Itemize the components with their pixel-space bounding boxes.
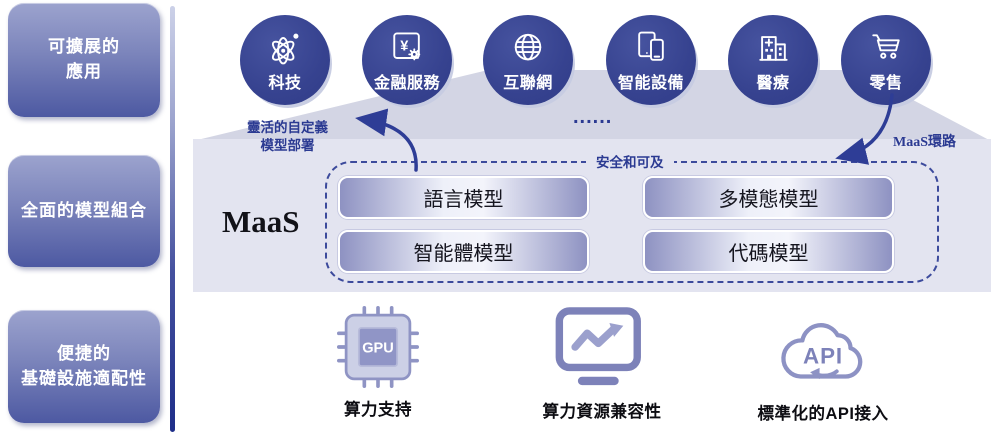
industry-circle-internet: 互聯網 — [483, 15, 573, 105]
feature-box-model-portfolio: 全面的模型組合 — [8, 155, 160, 267]
infra-block-api-access: API 標準化的API接入 — [752, 306, 894, 424]
gpu-chip-icon: GPU — [337, 306, 419, 388]
industry-label: 互聯網 — [503, 74, 553, 92]
infra-block-compute: GPU 算力支持 — [318, 306, 438, 420]
industry-circle-tech: 科技 — [240, 15, 330, 105]
feature-label: 全面的模型組合 — [21, 200, 147, 220]
api-cloud-icon: API — [781, 323, 863, 380]
industry-circle-finance: ¥ 金融服務 — [362, 15, 452, 105]
infra-label: 標準化的API接入 — [757, 405, 889, 423]
maas-loop-label: MaaS環路 — [893, 135, 956, 150]
smart-devices-icon — [638, 31, 664, 61]
api-cloud-text: API — [803, 344, 843, 369]
feature-label: 便捷的 基礎設施適配性 — [21, 343, 147, 388]
monitor-chart-icon — [555, 307, 641, 386]
model-pill-code: 代碼模型 — [643, 230, 894, 273]
atom-icon — [271, 33, 299, 64]
feature-box-scalable-apps: 可擴展的 應用 — [8, 3, 160, 117]
model-pill-multimodal: 多模態模型 — [643, 176, 894, 219]
industry-label: 金融服務 — [373, 74, 440, 92]
maas-title: MaaS — [222, 204, 300, 239]
finance-yen-icon: ¥ — [393, 32, 421, 60]
infra-block-resource-compat: 算力資源兼容性 — [538, 306, 666, 422]
shopping-cart-icon — [872, 33, 900, 59]
vertical-divider — [170, 6, 175, 432]
infra-label: 算力支持 — [344, 401, 412, 419]
industry-circle-healthcare: 醫療 — [728, 15, 818, 105]
industry-label: 醫療 — [756, 74, 790, 92]
hospital-icon — [759, 35, 788, 61]
more-industries-ellipsis: ...... — [573, 106, 613, 128]
industry-circle-smart-devices: 智能設備 — [606, 15, 696, 105]
feature-label: 可擴展的 應用 — [48, 37, 120, 81]
industry-label: 零售 — [869, 74, 903, 92]
svg-text:¥: ¥ — [400, 38, 409, 54]
globe-icon — [514, 33, 542, 60]
flexible-deploy-label: 靈活的自定義 模型部署 — [247, 120, 328, 153]
industry-label: 智能設備 — [617, 74, 684, 92]
industry-label: 科技 — [268, 74, 302, 92]
infra-label: 算力資源兼容性 — [542, 403, 662, 421]
industry-circle-retail: 零售 — [841, 15, 931, 105]
model-pill-agent: 智能體模型 — [338, 230, 589, 273]
feature-box-infrastructure: 便捷的 基礎設施適配性 — [8, 310, 160, 423]
model-pill-language: 語言模型 — [338, 176, 589, 219]
secure-accessible-label: 安全和可及 — [586, 150, 674, 172]
gpu-chip-text: GPU — [362, 340, 394, 356]
